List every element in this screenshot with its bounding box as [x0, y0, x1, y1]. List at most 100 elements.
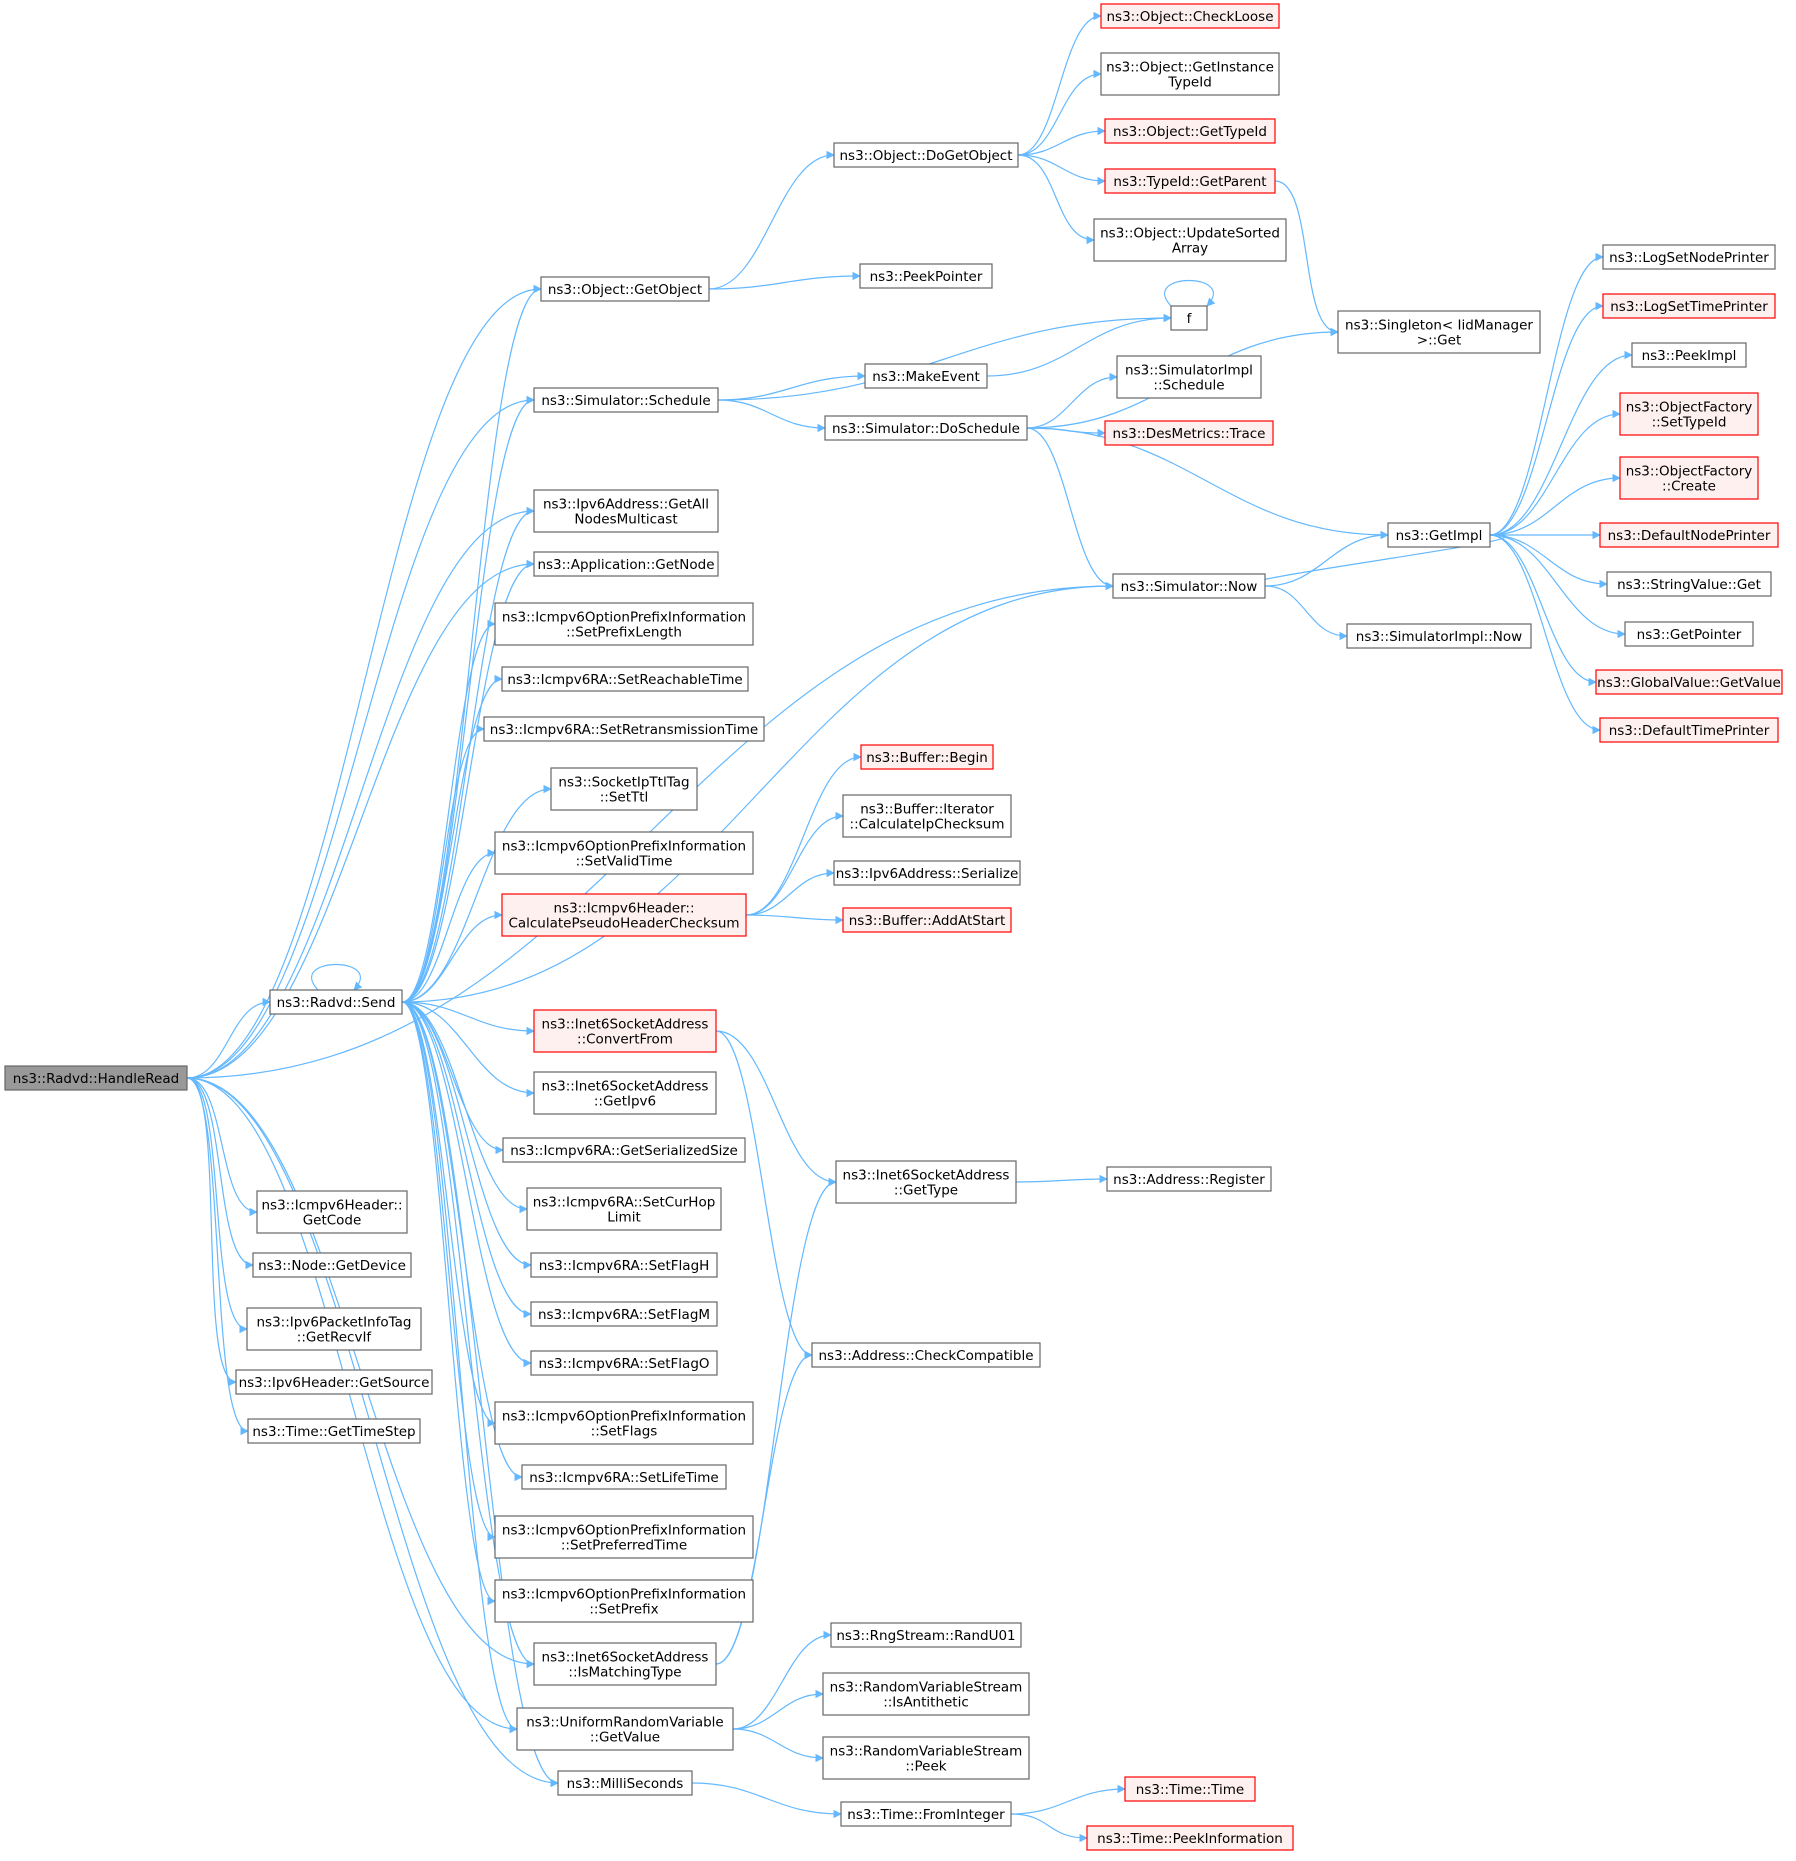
node-addatstart[interactable]: ns3::Buffer::AddAtStart [842, 907, 1012, 933]
node-logsettime[interactable]: ns3::LogSetTimePrinter [1602, 293, 1776, 319]
node-label-isantithetic-0: ns3::RandomVariableStream [830, 1680, 1023, 1696]
node-checkcompat[interactable]: ns3::Address::CheckCompatible [811, 1342, 1041, 1368]
node-setflago[interactable]: ns3::Icmpv6RA::SetFlagO [530, 1350, 718, 1376]
node-box-makeevent [864, 363, 988, 389]
node-f[interactable]: f [1170, 305, 1208, 331]
node-getcode[interactable]: ns3::Icmpv6Header::GetCode [256, 1190, 408, 1234]
node-ismatching[interactable]: ns3::Inet6SocketAddress::IsMatchingType [533, 1642, 717, 1686]
node-ipv6serialize[interactable]: ns3::Ipv6Address::Serialize [833, 860, 1021, 886]
node-bufbegin[interactable]: ns3::Buffer::Begin [860, 744, 994, 770]
node-defnodeprinter[interactable]: ns3::DefaultNodePrinter [1599, 522, 1779, 548]
node-send[interactable]: ns3::Radvd::Send [269, 989, 403, 1015]
node-handleread[interactable]: ns3::Radvd::HandleRead [4, 1065, 188, 1091]
node-deftimeprinter[interactable]: ns3::DefaultTimePrinter [1599, 717, 1779, 743]
node-singleton[interactable]: ns3::Singleton< IidManager>::Get [1337, 310, 1541, 354]
edge-send-to-send [311, 963, 363, 991]
node-label-getsource-0: ns3::Ipv6Header::GetSource [239, 1375, 430, 1391]
edge-send-to-setflago [401, 1001, 532, 1368]
node-getparent[interactable]: ns3::TypeId::GetParent [1104, 168, 1276, 194]
node-timetime[interactable]: ns3::Time::Time [1124, 1776, 1256, 1802]
node-setvalidtime[interactable]: ns3::Icmpv6OptionPrefixInformation::SetV… [494, 831, 754, 875]
node-box-getrecvif [246, 1307, 422, 1351]
node-getpointer[interactable]: ns3::GetPointer [1624, 621, 1754, 647]
node-milliseconds[interactable]: ns3::MilliSeconds [557, 1770, 693, 1796]
node-checkloose[interactable]: ns3::Object::CheckLoose [1100, 3, 1280, 29]
node-getnode[interactable]: ns3::Application::GetNode [533, 551, 719, 577]
node-logsetnode[interactable]: ns3::LogSetNodePrinter [1602, 244, 1776, 270]
node-setlifetime[interactable]: ns3::Icmpv6RA::SetLifeTime [521, 1464, 727, 1490]
node-ofcreate[interactable]: ns3::ObjectFactory::Create [1619, 456, 1759, 500]
node-setpreferred[interactable]: ns3::Icmpv6OptionPrefixInformation::SetP… [494, 1515, 754, 1559]
node-box-singleton [1337, 310, 1541, 354]
node-setretrans[interactable]: ns3::Icmpv6RA::SetRetransmissionTime [483, 716, 765, 742]
node-box-getserialized [502, 1137, 746, 1163]
node-label-inet6gettype-1: ::GetType [894, 1183, 958, 1199]
node-uniformget[interactable]: ns3::UniformRandomVariable::GetValue [516, 1707, 734, 1751]
node-inet6gettype[interactable]: ns3::Inet6SocketAddress::GetType [835, 1160, 1017, 1204]
node-setreachable[interactable]: ns3::Icmpv6RA::SetReachableTime [501, 666, 749, 692]
node-gettimestep[interactable]: ns3::Time::GetTimeStep [247, 1418, 421, 1444]
node-isantithetic[interactable]: ns3::RandomVariableStream::IsAntithetic [822, 1672, 1030, 1716]
node-gettypeid[interactable]: ns3::Object::GetTypeId [1104, 118, 1276, 144]
node-randu01[interactable]: ns3::RngStream::RandU01 [830, 1622, 1022, 1648]
node-convertfrom[interactable]: ns3::Inet6SocketAddress::ConvertFrom [533, 1009, 717, 1053]
node-box-schedule [533, 387, 719, 413]
node-box-ofcreate [1619, 456, 1759, 500]
node-stringget[interactable]: ns3::StringValue::Get [1606, 571, 1772, 597]
node-simimplschedule[interactable]: ns3::SimulatorImpl::Schedule [1116, 355, 1262, 399]
node-getsource[interactable]: ns3::Ipv6Header::GetSource [235, 1369, 433, 1395]
node-label-updatesorted-0: ns3::Object::UpdateSorted [1100, 226, 1280, 242]
node-box-setttl [550, 767, 698, 811]
node-doschedule[interactable]: ns3::Simulator::DoSchedule [824, 415, 1028, 441]
node-schedule[interactable]: ns3::Simulator::Schedule [533, 387, 719, 413]
edge-send-to-setpreferred [401, 1001, 496, 1542]
node-box-addrregister [1106, 1166, 1272, 1192]
node-label-setcurhop-0: ns3::Icmpv6RA::SetCurHop [533, 1195, 716, 1211]
node-setprefixlength[interactable]: ns3::Icmpv6OptionPrefixInformation::SetP… [494, 602, 754, 646]
node-layer: ns3::Radvd::HandleRead ns3::Object::GetOb… [4, 3, 1783, 1851]
node-label-peekinfo-0: ns3::Time::PeekInformation [1097, 1831, 1283, 1847]
node-getobject[interactable]: ns3::Object::GetObject [540, 276, 710, 302]
node-box-logsetnode [1602, 244, 1776, 270]
edge-dogetobject-to-getinstancetype [1017, 69, 1102, 156]
node-simimplnow[interactable]: ns3::SimulatorImpl::Now [1346, 623, 1532, 649]
node-getipv6[interactable]: ns3::Inet6SocketAddress::GetIpv6 [533, 1071, 717, 1115]
node-label-setprefix-1: ::SetPrefix [589, 1602, 658, 1618]
node-rvspeek[interactable]: ns3::RandomVariableStream::Peek [822, 1736, 1030, 1780]
node-label-getparent-0: ns3::TypeId::GetParent [1113, 174, 1266, 190]
node-makeevent[interactable]: ns3::MakeEvent [864, 363, 988, 389]
node-fromint[interactable]: ns3::Time::FromInteger [840, 1801, 1012, 1827]
node-box-ismatching [533, 1642, 717, 1686]
node-setflagm[interactable]: ns3::Icmpv6RA::SetFlagM [530, 1301, 718, 1327]
node-getserialized[interactable]: ns3::Icmpv6RA::GetSerializedSize [502, 1137, 746, 1163]
node-desmetrics[interactable]: ns3::DesMetrics::Trace [1104, 420, 1274, 446]
node-setttl[interactable]: ns3::SocketIpTtlTag::SetTtl [550, 767, 698, 811]
node-globalget[interactable]: ns3::GlobalValue::GetValue [1595, 669, 1783, 695]
node-box-addatstart [842, 907, 1012, 933]
node-calcipchk[interactable]: ns3::Buffer::Iterator::CalculateIpChecks… [842, 794, 1012, 838]
node-setflags[interactable]: ns3::Icmpv6OptionPrefixInformation::SetF… [494, 1401, 754, 1445]
node-getimpl[interactable]: ns3::GetImpl [1387, 522, 1491, 548]
node-setflagh[interactable]: ns3::Icmpv6RA::SetFlagH [530, 1252, 718, 1278]
node-peekpointer[interactable]: ns3::PeekPointer [859, 263, 993, 289]
edge-f-to-f [1164, 279, 1216, 307]
node-label-addrregister-0: ns3::Address::Register [1113, 1172, 1265, 1188]
node-setprefix[interactable]: ns3::Icmpv6OptionPrefixInformation::SetP… [494, 1579, 754, 1623]
node-calcpseudo[interactable]: ns3::Icmpv6Header::CalculatePseudoHeader… [501, 893, 747, 937]
node-label-convertfrom-0: ns3::Inet6SocketAddress [542, 1017, 709, 1033]
node-label-getobject-0: ns3::Object::GetObject [548, 282, 702, 298]
node-box-getpointer [1624, 621, 1754, 647]
node-ofsettypeid[interactable]: ns3::ObjectFactory::SetTypeId [1619, 392, 1759, 436]
node-addrregister[interactable]: ns3::Address::Register [1106, 1166, 1272, 1192]
node-dogetobject[interactable]: ns3::Object::DoGetObject [833, 142, 1019, 168]
node-peekimpl[interactable]: ns3::PeekImpl [1631, 342, 1747, 368]
node-getrecvif[interactable]: ns3::Ipv6PacketInfoTag::GetRecvIf [246, 1307, 422, 1351]
node-label-updatesorted-1: Array [1172, 241, 1208, 257]
node-peekinfo[interactable]: ns3::Time::PeekInformation [1086, 1825, 1294, 1851]
node-getdevice[interactable]: ns3::Node::GetDevice [252, 1252, 412, 1278]
node-simnow[interactable]: ns3::Simulator::Now [1112, 573, 1266, 599]
